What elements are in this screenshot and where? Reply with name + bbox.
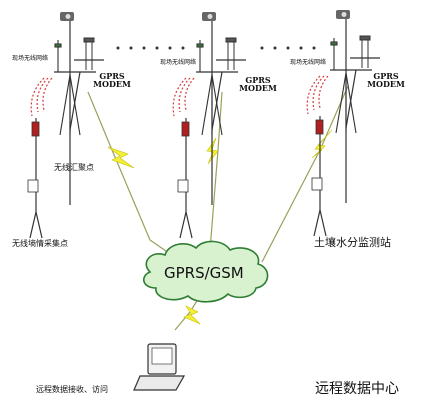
wireless-hub-label: 无线汇聚点	[54, 163, 94, 172]
soil-station-label: 土壤水分监测站	[314, 236, 391, 249]
computer-icon	[133, 343, 186, 391]
lightning-bolt-icon	[107, 146, 135, 169]
camera-icon	[202, 12, 216, 21]
wireless-waves	[306, 75, 329, 115]
cloud-icon	[143, 240, 269, 303]
modem-label-station-1: GPRS MODEM	[90, 72, 134, 88]
wireless-collector-label: 无线墒情采集点	[12, 239, 68, 248]
sensor-pole-icon	[27, 118, 43, 239]
lightning-bolt-icon	[311, 129, 333, 159]
modem-line2: MODEM	[367, 79, 405, 89]
camera-icon	[336, 10, 350, 19]
wireless-waves	[172, 77, 195, 117]
tripod-icon	[335, 72, 357, 134]
modem-line2: MODEM	[93, 79, 131, 89]
solar-panel-icon	[83, 37, 95, 70]
modem-line2: MODEM	[239, 83, 277, 93]
modem-label-station-2: GPRS MODEM	[236, 76, 280, 92]
modem-line1: GPRS	[245, 75, 271, 85]
modem-label-station-3: GPRS MODEM	[364, 72, 408, 88]
solar-panel-icon	[225, 37, 237, 70]
network-label-station-3: 现场无线网络	[290, 59, 327, 66]
station-separator-dots	[116, 46, 316, 50]
lightning-bolt-icon	[183, 305, 201, 325]
modem-line1: GPRS	[373, 71, 399, 81]
antenna-icon	[330, 38, 338, 70]
antenna-icon	[54, 40, 62, 72]
remote-access-label: 远程数据接收、访问	[36, 385, 108, 394]
modem-line1: GPRS	[99, 71, 125, 81]
antenna-icon	[196, 40, 204, 72]
tripod-icon	[201, 74, 223, 136]
solar-panel-icon	[359, 35, 371, 68]
camera-icon	[60, 12, 74, 21]
wireless-waves	[30, 77, 53, 117]
uplink-line-mid	[209, 91, 223, 251]
network-label-station-1: 现场无线网络	[12, 55, 49, 62]
network-cloud-label: GPRS/GSM	[164, 264, 244, 282]
station-1	[27, 12, 104, 239]
station-3	[306, 10, 380, 237]
network-label-station-2: 现场无线网络	[160, 59, 197, 66]
data-center-label: 远程数据中心	[315, 381, 399, 397]
tripod-icon	[59, 74, 81, 136]
sensor-pole-icon	[311, 116, 327, 237]
uplink-line-left	[87, 91, 177, 259]
station-2	[172, 12, 246, 239]
sensor-pole-icon	[177, 118, 193, 239]
